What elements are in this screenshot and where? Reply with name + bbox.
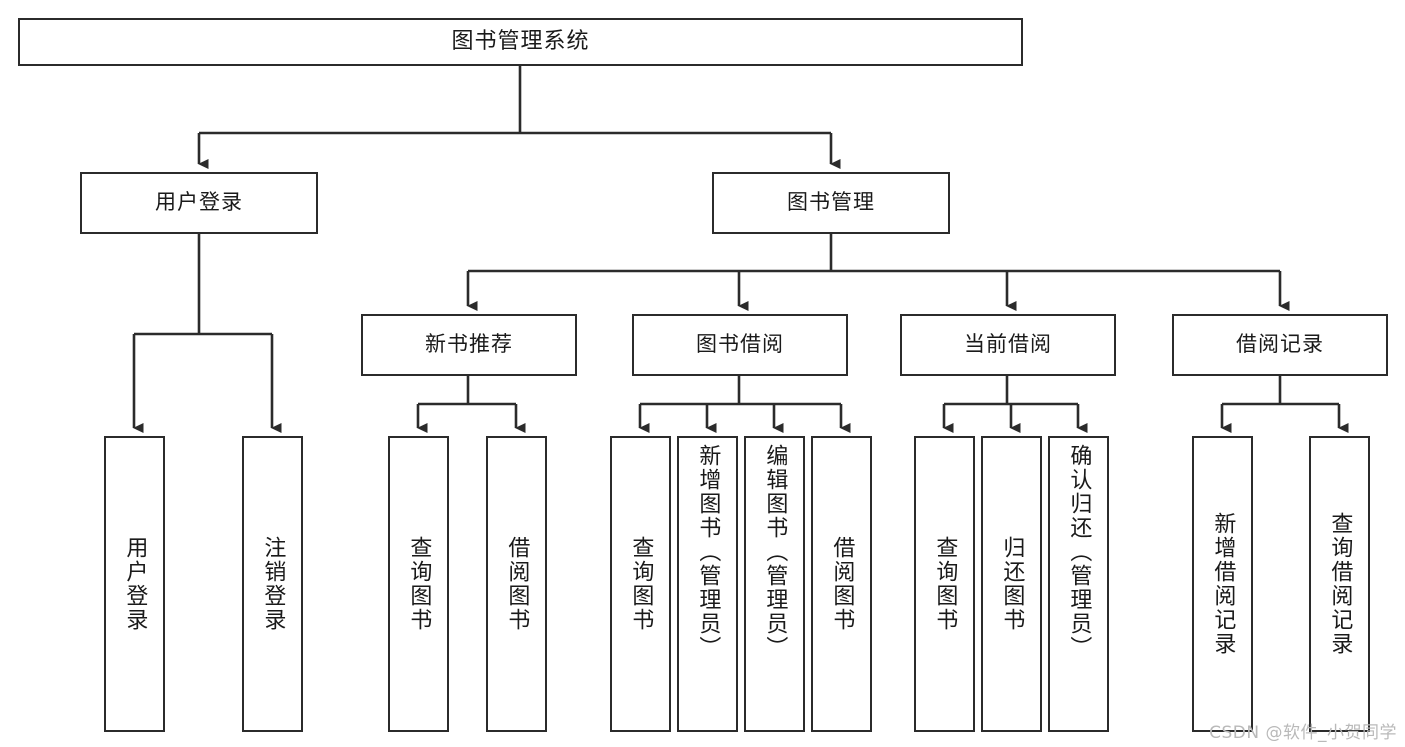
node-leaf-edit-book-label: 编辑图书（管理员）	[762, 444, 788, 660]
node-new-book-recommend-label: 新书推荐	[425, 332, 513, 357]
node-borrow-record-label: 借阅记录	[1236, 332, 1324, 357]
node-leaf-query-book-3[interactable]: 查询图书	[914, 436, 975, 732]
node-book-borrow-label: 图书借阅	[696, 332, 784, 357]
node-leaf-query-book-2[interactable]: 查询图书	[610, 436, 671, 732]
node-leaf-query-book-1[interactable]: 查询图书	[388, 436, 449, 732]
node-leaf-edit-book[interactable]: 编辑图书（管理员）	[744, 436, 805, 732]
node-leaf-query-book-1-label: 查询图书	[406, 536, 432, 632]
csdn-watermark: CSDN @软件_小贺同学	[1209, 723, 1397, 743]
node-leaf-return-book-label: 归还图书	[999, 536, 1025, 632]
node-leaf-add-record[interactable]: 新增借阅记录	[1192, 436, 1253, 732]
node-leaf-add-book-label: 新增图书（管理员）	[695, 444, 721, 660]
node-leaf-borrow-book-1-label: 借阅图书	[504, 536, 530, 632]
node-leaf-return-book[interactable]: 归还图书	[981, 436, 1042, 732]
node-leaf-borrow-book-2-label: 借阅图书	[829, 536, 855, 632]
node-leaf-add-book[interactable]: 新增图书（管理员）	[677, 436, 738, 732]
node-leaf-query-record[interactable]: 查询借阅记录	[1309, 436, 1370, 732]
node-leaf-borrow-book-2[interactable]: 借阅图书	[811, 436, 872, 732]
node-leaf-add-record-label: 新增借阅记录	[1210, 512, 1236, 656]
node-leaf-query-record-label: 查询借阅记录	[1327, 512, 1353, 656]
node-leaf-query-book-2-label: 查询图书	[628, 536, 654, 632]
node-current-borrow[interactable]: 当前借阅	[900, 314, 1116, 376]
node-leaf-logout[interactable]: 注销登录	[242, 436, 303, 732]
node-leaf-confirm-return-label: 确认归还（管理员）	[1066, 444, 1092, 660]
node-book-manage-label: 图书管理	[787, 190, 875, 215]
node-user-login[interactable]: 用户登录	[80, 172, 318, 234]
node-new-book-recommend[interactable]: 新书推荐	[361, 314, 577, 376]
node-book-borrow[interactable]: 图书借阅	[632, 314, 848, 376]
node-book-manage[interactable]: 图书管理	[712, 172, 950, 234]
node-user-login-label: 用户登录	[155, 190, 243, 215]
node-root-label: 图书管理系统	[451, 28, 590, 54]
node-leaf-logout-label: 注销登录	[260, 536, 286, 632]
node-borrow-record[interactable]: 借阅记录	[1172, 314, 1388, 376]
node-leaf-user-login-label: 用户登录	[122, 536, 148, 632]
node-leaf-user-login[interactable]: 用户登录	[104, 436, 165, 732]
node-leaf-borrow-book-1[interactable]: 借阅图书	[486, 436, 547, 732]
node-current-borrow-label: 当前借阅	[964, 332, 1052, 357]
node-root[interactable]: 图书管理系统	[18, 18, 1023, 66]
node-leaf-confirm-return[interactable]: 确认归还（管理员）	[1048, 436, 1109, 732]
node-leaf-query-book-3-label: 查询图书	[932, 536, 958, 632]
